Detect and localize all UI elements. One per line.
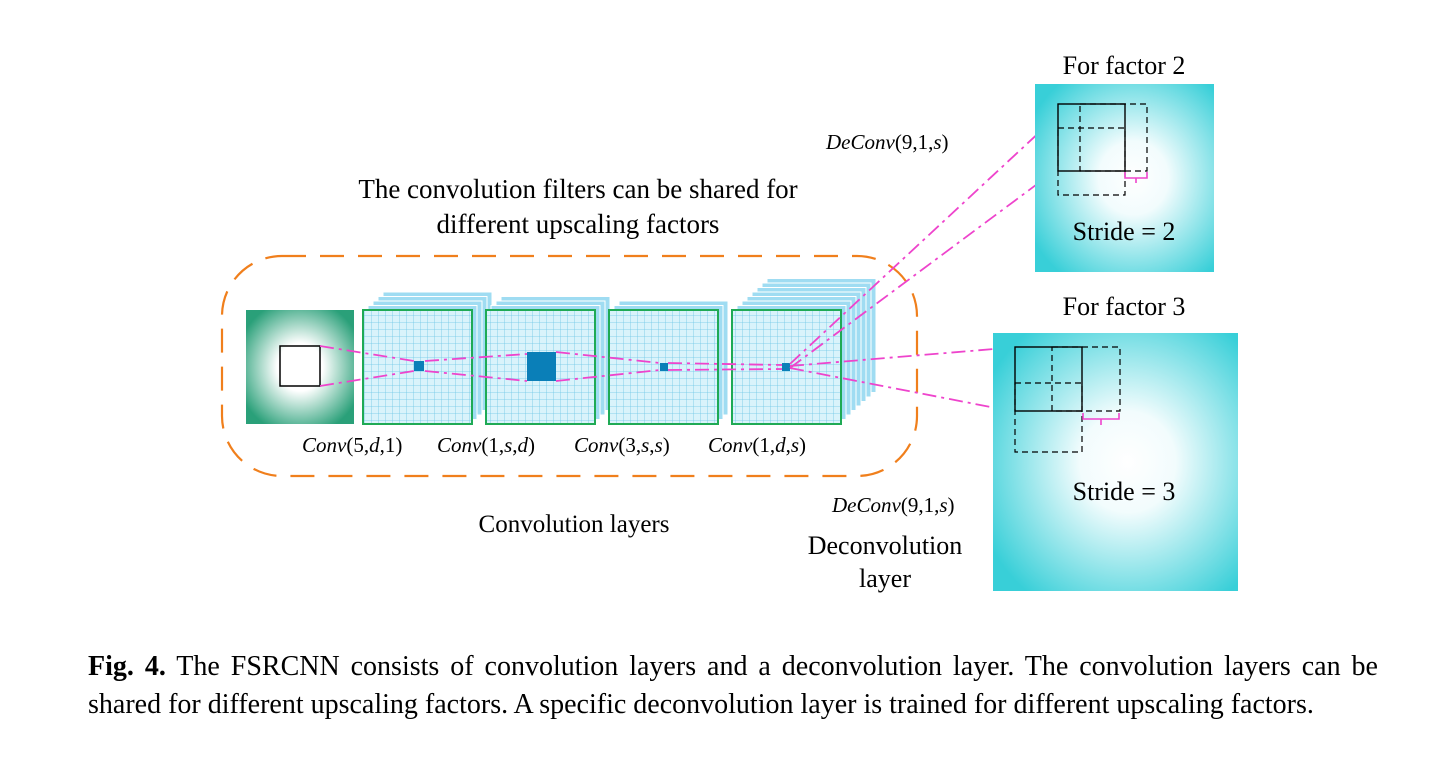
factor2-kernel-overlap	[1057, 103, 1148, 196]
shared-layers-boundary	[220, 254, 919, 478]
caption-label: Fig. 4.	[88, 651, 166, 682]
factor3-title: For factor 3	[1063, 292, 1186, 321]
input-image	[246, 310, 354, 424]
figure-caption: Fig. 4. The FSRCNN consists of convoluti…	[88, 648, 1378, 724]
input-patch	[279, 345, 321, 387]
fsrcnn-diagram: The convolution filters can be shared fo…	[220, 51, 1238, 593]
shared-note-line2: different upscaling factors	[437, 209, 720, 239]
deconv-label-top: DeConv(9,1,s)	[825, 130, 949, 154]
shared-note-line1: The convolution filters can be shared fo…	[358, 174, 797, 204]
deconv-layer-line1: Deconvolution	[808, 531, 963, 560]
factor3-stride: Stride = 3	[1073, 477, 1176, 506]
factor3-kernel-overlap	[1014, 346, 1121, 453]
conv-layers-label: Convolution layers	[479, 511, 670, 538]
factor2-stride: Stride = 2	[1073, 217, 1176, 246]
conv-label-1: Conv(5,d,1)	[302, 433, 402, 457]
factor3-output	[993, 333, 1238, 591]
filter-1	[414, 361, 424, 371]
filter-2	[527, 352, 556, 381]
conv-label-4: Conv(1,d,s)	[708, 433, 806, 457]
caption-text: The FSRCNN consists of convolution layer…	[88, 651, 1378, 720]
conv-layer-stacks	[362, 278, 877, 425]
filter-4	[782, 363, 790, 371]
deconv-layer-line2: layer	[859, 564, 911, 593]
factor2-title: For factor 2	[1063, 51, 1186, 80]
filter-3	[660, 363, 668, 371]
conv-label-3: Conv(3,s,s)	[574, 433, 670, 457]
projection-lines	[319, 114, 1059, 411]
conv-label-2: Conv(1,s,d)	[437, 433, 535, 457]
deconv-label-bottom: DeConv(9,1,s)	[831, 493, 955, 517]
